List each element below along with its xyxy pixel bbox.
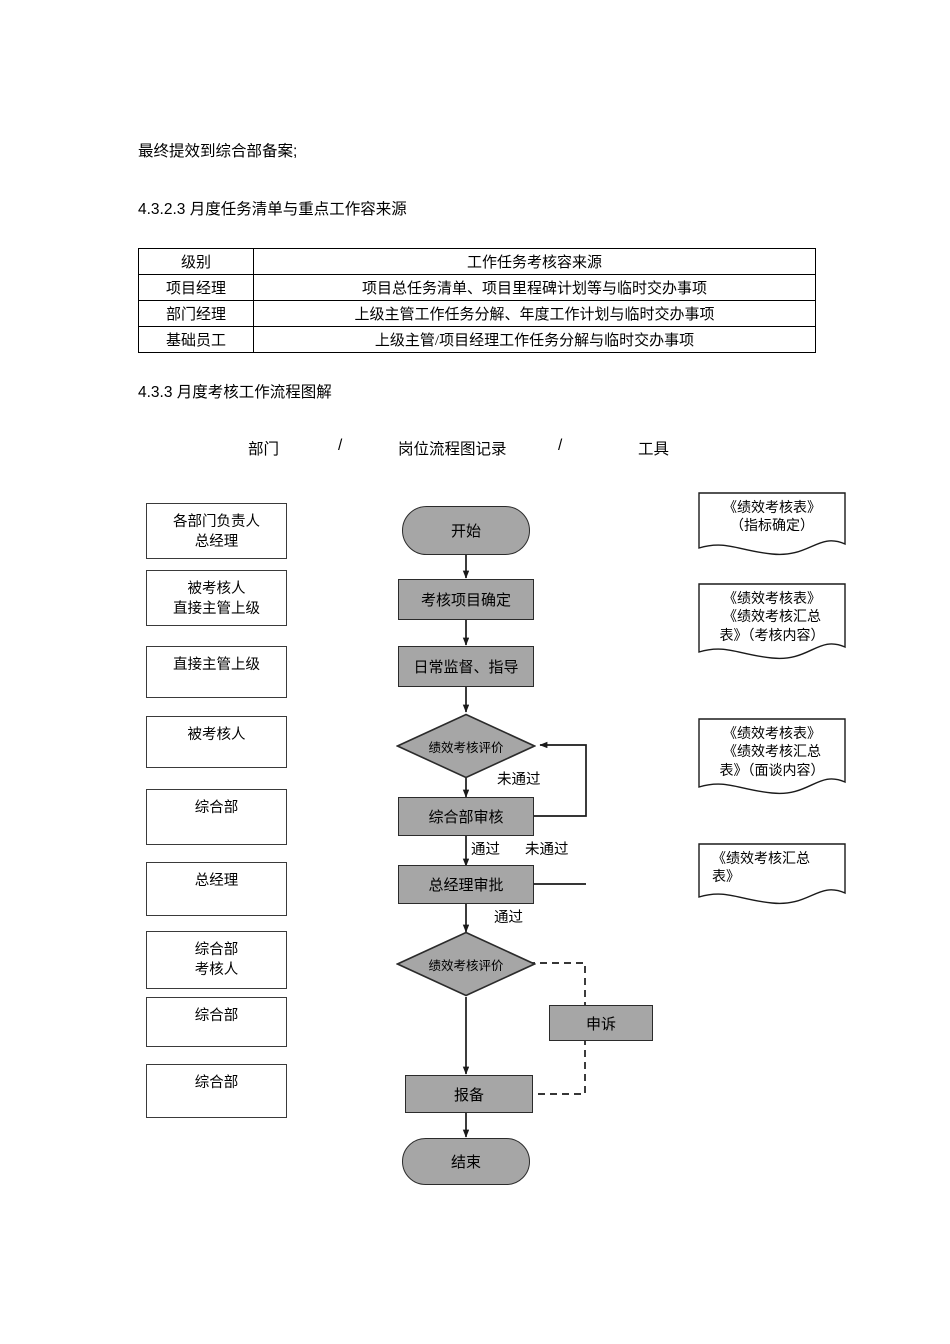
document-shape-kpi-form-2: 《绩效考核表》 《绩效考核汇总 表》（考核内容） — [698, 583, 846, 662]
section-heading-4-3-2-3: 4.3.2.3 月度任务清单与重点工作容来源 — [138, 201, 407, 218]
edge-label-pass-2: 通过 — [494, 910, 523, 926]
role-box: 综合部 — [146, 1064, 287, 1118]
document-shape-kpi-form-3: 《绩效考核表》 《绩效考核汇总 表》（面谈内容） — [698, 718, 846, 797]
table-cell-source: 上级主管/项目经理工作任务分解与临时交办事项 — [253, 326, 816, 353]
document-shape-outline — [698, 718, 846, 795]
table-cell-source: 上级主管工作任务分解、年度工作计划与临时交办事项 — [253, 300, 816, 327]
flowchart-column-header: 部门 / 岗位流程图记录 / 工具 — [138, 437, 816, 465]
role-box: 各部门负责人 总经理 — [146, 503, 287, 559]
table-cell-level: 项目经理 — [138, 274, 254, 301]
role-box: 总经理 — [146, 862, 287, 916]
column-header-department: 部门 — [248, 441, 280, 458]
table-cell-level: 基础员工 — [138, 326, 254, 353]
document-label: 《绩效考核表》 《绩效考核汇总 表》（面谈内容） — [719, 727, 825, 779]
document-shape-outline — [698, 583, 846, 660]
section-heading-4-3-3: 4.3.3 月度考核工作流程图解 — [138, 384, 332, 401]
role-box: 综合部 — [146, 997, 287, 1047]
role-box: 被考核人 直接主管上级 — [146, 570, 287, 626]
flow-node-filing[interactable]: 报备 — [405, 1075, 533, 1113]
document-shape-outline — [698, 843, 846, 905]
column-header-tool: 工具 — [638, 441, 670, 458]
decision-label: 绩效考核评价 — [428, 958, 504, 973]
document-shape-kpi-form-1: 《绩效考核表》 （指标确定） — [698, 492, 846, 558]
table-row: 基础员工 上级主管/项目经理工作任务分解与临时交办事项 — [138, 326, 816, 353]
flow-node-gm-approval[interactable]: 总经理审批 — [398, 865, 534, 904]
flow-node-end[interactable]: 结束 — [402, 1138, 530, 1185]
column-header-separator-1: / — [338, 437, 343, 454]
column-header-position-record: 岗位流程图记录 — [398, 441, 507, 458]
table-header-cell: 级别 — [138, 248, 254, 275]
edge-label-fail-2: 未通过 — [525, 842, 569, 858]
document-label: 《绩效考核表》 《绩效考核汇总 表》（考核内容） — [719, 592, 825, 644]
table-cell-level: 部门经理 — [138, 300, 254, 327]
edge-label-fail-1: 未通过 — [497, 772, 541, 788]
role-box: 被考核人 — [146, 716, 287, 768]
flow-node-decision-evaluation-1[interactable]: 绩效考核评价 — [396, 713, 536, 779]
flow-node-appeal[interactable]: 申诉 — [549, 1005, 653, 1041]
table-header-row: 级别 工作任务考核容来源 — [138, 248, 816, 275]
flow-node-decision-evaluation-2[interactable]: 绩效考核评价 — [396, 931, 536, 997]
flow-node-comprehensive-dept-review[interactable]: 综合部审核 — [398, 797, 534, 836]
task-source-table: 级别 工作任务考核容来源 项目经理 项目总任务清单、项目里程碑计划等与临时交办事… — [138, 248, 816, 353]
table-row: 部门经理 上级主管工作任务分解、年度工作计划与临时交办事项 — [138, 300, 816, 327]
flow-node-daily-supervision[interactable]: 日常监督、指导 — [398, 646, 534, 687]
document-label: 《绩效考核表》 （指标确定） — [723, 501, 821, 535]
intro-paragraph: 最终提效到综合部备案; — [138, 143, 298, 160]
table-header-cell: 工作任务考核容来源 — [253, 248, 816, 275]
edge-label-pass-1: 通过 — [471, 842, 500, 858]
flow-node-start[interactable]: 开始 — [402, 506, 530, 555]
document-shape-kpi-summary: 《绩效考核汇总 表》 — [698, 843, 846, 907]
document-shape-outline — [698, 492, 846, 556]
diamond-shape — [396, 713, 536, 779]
column-header-separator-2: / — [558, 437, 563, 454]
document-label: 《绩效考核汇总 表》 — [712, 852, 810, 886]
table-row: 项目经理 项目总任务清单、项目里程碑计划等与临时交办事项 — [138, 274, 816, 301]
role-box: 综合部 — [146, 789, 287, 845]
role-box: 直接主管上级 — [146, 646, 287, 698]
flow-node-assessment-items[interactable]: 考核项目确定 — [398, 579, 534, 620]
table-cell-source: 项目总任务清单、项目里程碑计划等与临时交办事项 — [253, 274, 816, 301]
decision-label: 绩效考核评价 — [428, 740, 504, 755]
role-box: 综合部 考核人 — [146, 931, 287, 989]
